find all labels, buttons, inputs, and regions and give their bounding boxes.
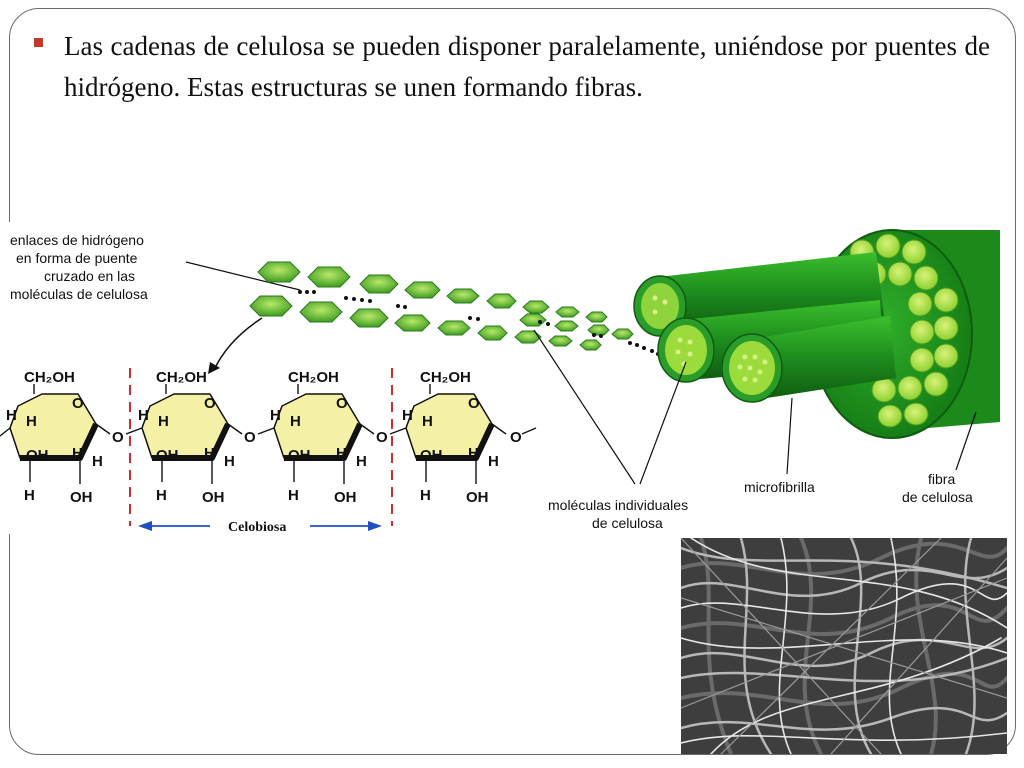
curved-arrow-head (208, 362, 220, 374)
ring1-h3: H (72, 445, 83, 462)
link3-o: O (376, 429, 388, 446)
ring2-oh1: OH (156, 447, 179, 464)
ring1-ch2oh: CH₂OH (24, 369, 75, 386)
cellobiose-span: Celobiosa (138, 520, 382, 534)
fiber-label-line-1: fibra (928, 471, 955, 487)
hbond-label-line-2: en forma de puente (16, 250, 138, 266)
ring3-oh1: OH (288, 447, 311, 464)
ring2-oh2: OH (202, 489, 225, 506)
hydrogen-bond-label: enlaces de hidrógeno en forma de puente … (10, 232, 148, 302)
ring4-h2: H (422, 413, 433, 430)
ring3-oh2: OH (334, 489, 357, 506)
ring3-h2: H (290, 413, 301, 430)
square-bullet-icon (34, 38, 43, 47)
ring4-h4: H (488, 453, 499, 470)
ring4-oh2: OH (466, 489, 489, 506)
molecules-label-line-1: moléculas individuales (548, 497, 688, 513)
ring2-h4: H (224, 453, 235, 470)
cellobiose-label: Celobiosa (228, 520, 286, 534)
cellulose-structure-diagram: enlaces de hidrógeno en forma de puente … (0, 222, 1000, 534)
ring2-h2: H (158, 413, 169, 430)
ring2-o: O (204, 395, 216, 412)
glucose-rings: CH₂OH O H H OH H H H OH O CH₂OH O H H OH… (0, 369, 537, 506)
ring2-h3: H (204, 445, 215, 462)
ring2-h5: H (156, 487, 167, 504)
bullet-text: Las cadenas de celulosa se pueden dispon… (64, 31, 990, 102)
ring1-oh1: OH (26, 447, 49, 464)
link2-o: O (244, 429, 256, 446)
ring2-ch2oh: CH₂OH (156, 369, 207, 386)
fiber-cross-section-cells (835, 233, 959, 428)
ring4-o: O (468, 395, 480, 412)
microfibril-pointer-line (786, 397, 793, 475)
ring1-h5: H (24, 487, 35, 504)
ring1-h4: H (92, 453, 103, 470)
ring4-h5: H (420, 487, 431, 504)
ring4-oh1: OH (420, 447, 443, 464)
ring1-o: O (72, 395, 84, 412)
ring3-h3: H (336, 445, 347, 462)
hbond-pointer-line (185, 261, 301, 291)
ring1-oh2: OH (70, 489, 93, 506)
ring3-h1: H (270, 407, 281, 424)
ring3-h4: H (356, 453, 367, 470)
microfibril-label: microfibrilla (744, 479, 815, 495)
ring2-h1: H (138, 407, 149, 424)
ring4-ch2oh: CH₂OH (420, 369, 471, 386)
cellulose-chains (249, 261, 660, 356)
ring4-h1: H (402, 407, 413, 424)
ring1-h1: H (6, 407, 17, 424)
hbond-label-line-4: moléculas de celulosa (10, 286, 148, 302)
curved-arrow (213, 317, 263, 371)
hbond-label-line-3: cruzado en las (44, 268, 135, 284)
molecules-label-line-2: de celulosa (592, 515, 663, 531)
ring3-h5: H (288, 487, 299, 504)
ring1-h2: H (26, 413, 37, 430)
molecules-pointer-line-2 (639, 361, 687, 485)
link1-o: O (112, 429, 124, 446)
link4-o: O (510, 429, 522, 446)
cellulose-fiber-micrograph (681, 538, 1007, 754)
molecules-pointer-line-1 (533, 329, 636, 485)
ring3-ch2oh: CH₂OH (288, 369, 339, 386)
fiber-label-line-2: de celulosa (902, 489, 973, 505)
cellulose-fiber-illustration (633, 229, 1000, 439)
hbond-label-line-1: enlaces de hidrógeno (10, 232, 144, 248)
ring3-o: O (336, 395, 348, 412)
fiber-pointer-line (955, 411, 977, 471)
ring4-h3: H (468, 445, 479, 462)
